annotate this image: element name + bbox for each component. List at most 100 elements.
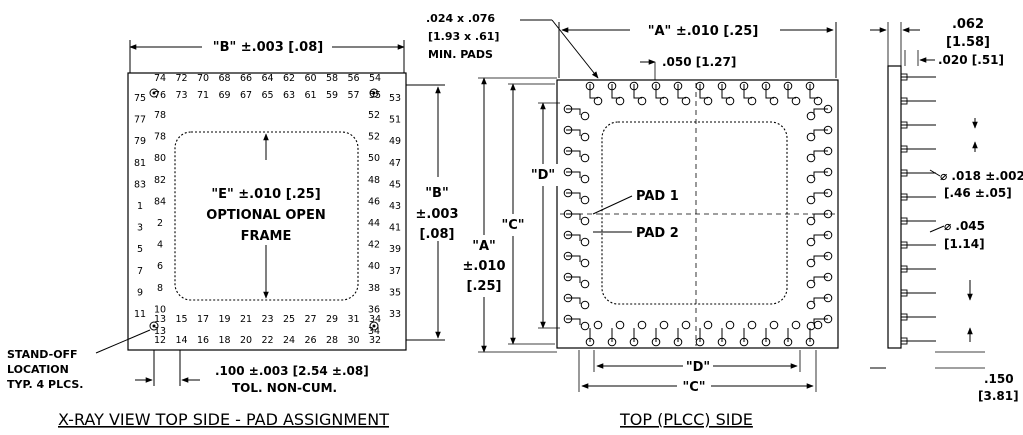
pad-circle — [580, 153, 590, 163]
pad-circle — [806, 237, 816, 247]
pad-number: 79 — [134, 136, 146, 147]
pad-circle — [659, 96, 669, 106]
pitch-label: .100 ±.003 [2.54 ±.08] — [215, 364, 369, 378]
pad-number: 63 — [283, 90, 295, 101]
pad-circle — [563, 146, 573, 156]
standoff-label-1: STAND-OFF — [7, 348, 78, 361]
pad-circle — [769, 96, 779, 106]
pad-circle — [580, 258, 590, 268]
pad-circle — [823, 293, 833, 303]
plcc-cavity — [601, 121, 788, 305]
pad-circle — [585, 81, 595, 91]
pin-shoulder — [900, 313, 908, 321]
pad-number: 80 — [154, 153, 166, 164]
pad-circle — [813, 96, 823, 106]
pad-circle — [563, 125, 573, 135]
pad-number: 58 — [326, 73, 338, 84]
pad-circle — [747, 320, 757, 330]
pad-number: 51 — [389, 115, 401, 126]
pin-shoulder — [900, 121, 908, 129]
pad-circle — [637, 96, 647, 106]
pad-number: 38 — [368, 283, 380, 294]
trace — [566, 192, 581, 199]
pad-circle — [739, 337, 749, 347]
trace — [566, 150, 581, 157]
pad-circle — [806, 174, 816, 184]
trace — [566, 255, 581, 262]
pad-circle — [695, 337, 705, 347]
pad-number: 47 — [389, 158, 401, 169]
plcc-pad-grid — [563, 81, 833, 347]
pad-number: 28 — [326, 335, 338, 346]
trace — [566, 276, 581, 283]
pad-number: 84 — [154, 196, 166, 207]
pin-shoulder — [900, 145, 908, 153]
pad-number: 36 — [368, 304, 380, 315]
trace — [566, 171, 581, 178]
pad2-label: PAD 2 — [636, 226, 679, 241]
plcc-outline — [556, 79, 839, 349]
pad-circle — [695, 81, 705, 91]
pad-number: 34 — [369, 314, 381, 325]
pad-number: 83 — [134, 179, 146, 190]
pad-circle — [659, 320, 669, 330]
pad-circle — [651, 337, 661, 347]
pad-number: 72 — [175, 73, 187, 84]
pad-number: 18 — [218, 335, 230, 346]
pad-circle — [823, 272, 833, 282]
frame-label: FRAME — [241, 229, 292, 244]
pad-circle — [806, 300, 816, 310]
pad-number: 67 — [240, 90, 252, 101]
pad-number: 54 — [369, 73, 381, 84]
pad-circle — [580, 132, 590, 142]
pad-number: 55 — [369, 90, 381, 101]
trace — [566, 318, 581, 325]
pad-circle — [637, 320, 647, 330]
pad-number: 13 — [154, 314, 166, 325]
shoulder-diameter-mm-label: [1.14] — [944, 237, 985, 251]
pad-number: 71 — [197, 90, 209, 101]
pad-number: 25 — [283, 314, 295, 325]
shoulder-diameter-label: ⌀ .045 — [944, 219, 985, 233]
pad-number: 43 — [389, 201, 401, 212]
xray-caption: X-RAY VIEW TOP SIDE - PAD ASSIGNMENT — [58, 410, 389, 429]
pad-number: 59 — [326, 90, 338, 101]
a-height-tol-mm: [.25] — [467, 279, 502, 294]
pad-number: 56 — [347, 73, 359, 84]
pad-circle — [703, 96, 713, 106]
pad-circle — [629, 81, 639, 91]
pad-number: 69 — [218, 90, 230, 101]
pad-number: 73 — [175, 90, 187, 101]
pad-number: 78 — [154, 132, 166, 143]
pad-number: 62 — [283, 73, 295, 84]
pad-number: 52 — [368, 132, 380, 143]
pad-number: 50 — [368, 153, 380, 164]
pad-number: 16 — [197, 335, 209, 346]
trace — [566, 297, 581, 304]
pad-circle — [563, 167, 573, 177]
pin-length-mm-label: [3.81] — [978, 389, 1019, 403]
pin-shoulder — [900, 97, 908, 105]
pad-number: 21 — [240, 314, 252, 325]
bottom-d-label: "D" — [686, 360, 710, 375]
pad-circle — [563, 188, 573, 198]
pad-circle — [681, 320, 691, 330]
a-height-tol: ±.010 — [463, 259, 506, 274]
pad-number: 77 — [134, 115, 146, 126]
standoff-markers — [149, 88, 379, 331]
pad-circle — [806, 111, 816, 121]
pad-number: 82 — [154, 175, 166, 186]
pin-column — [900, 73, 936, 345]
pad-circle — [580, 321, 590, 331]
pad-number: 9 — [137, 287, 143, 298]
pad-size-mm-label: [1.93 x .61] — [428, 30, 499, 43]
b-width-label: "B" ±.003 [.08] — [213, 40, 323, 55]
pad-circle — [823, 314, 833, 324]
pad-number: 6 — [157, 261, 163, 272]
pad-number: 33 — [389, 309, 401, 320]
pad-number: 46 — [368, 196, 380, 207]
pad-number: 52 — [368, 110, 380, 121]
pad-circle — [806, 321, 816, 331]
xray-outline — [127, 72, 407, 351]
